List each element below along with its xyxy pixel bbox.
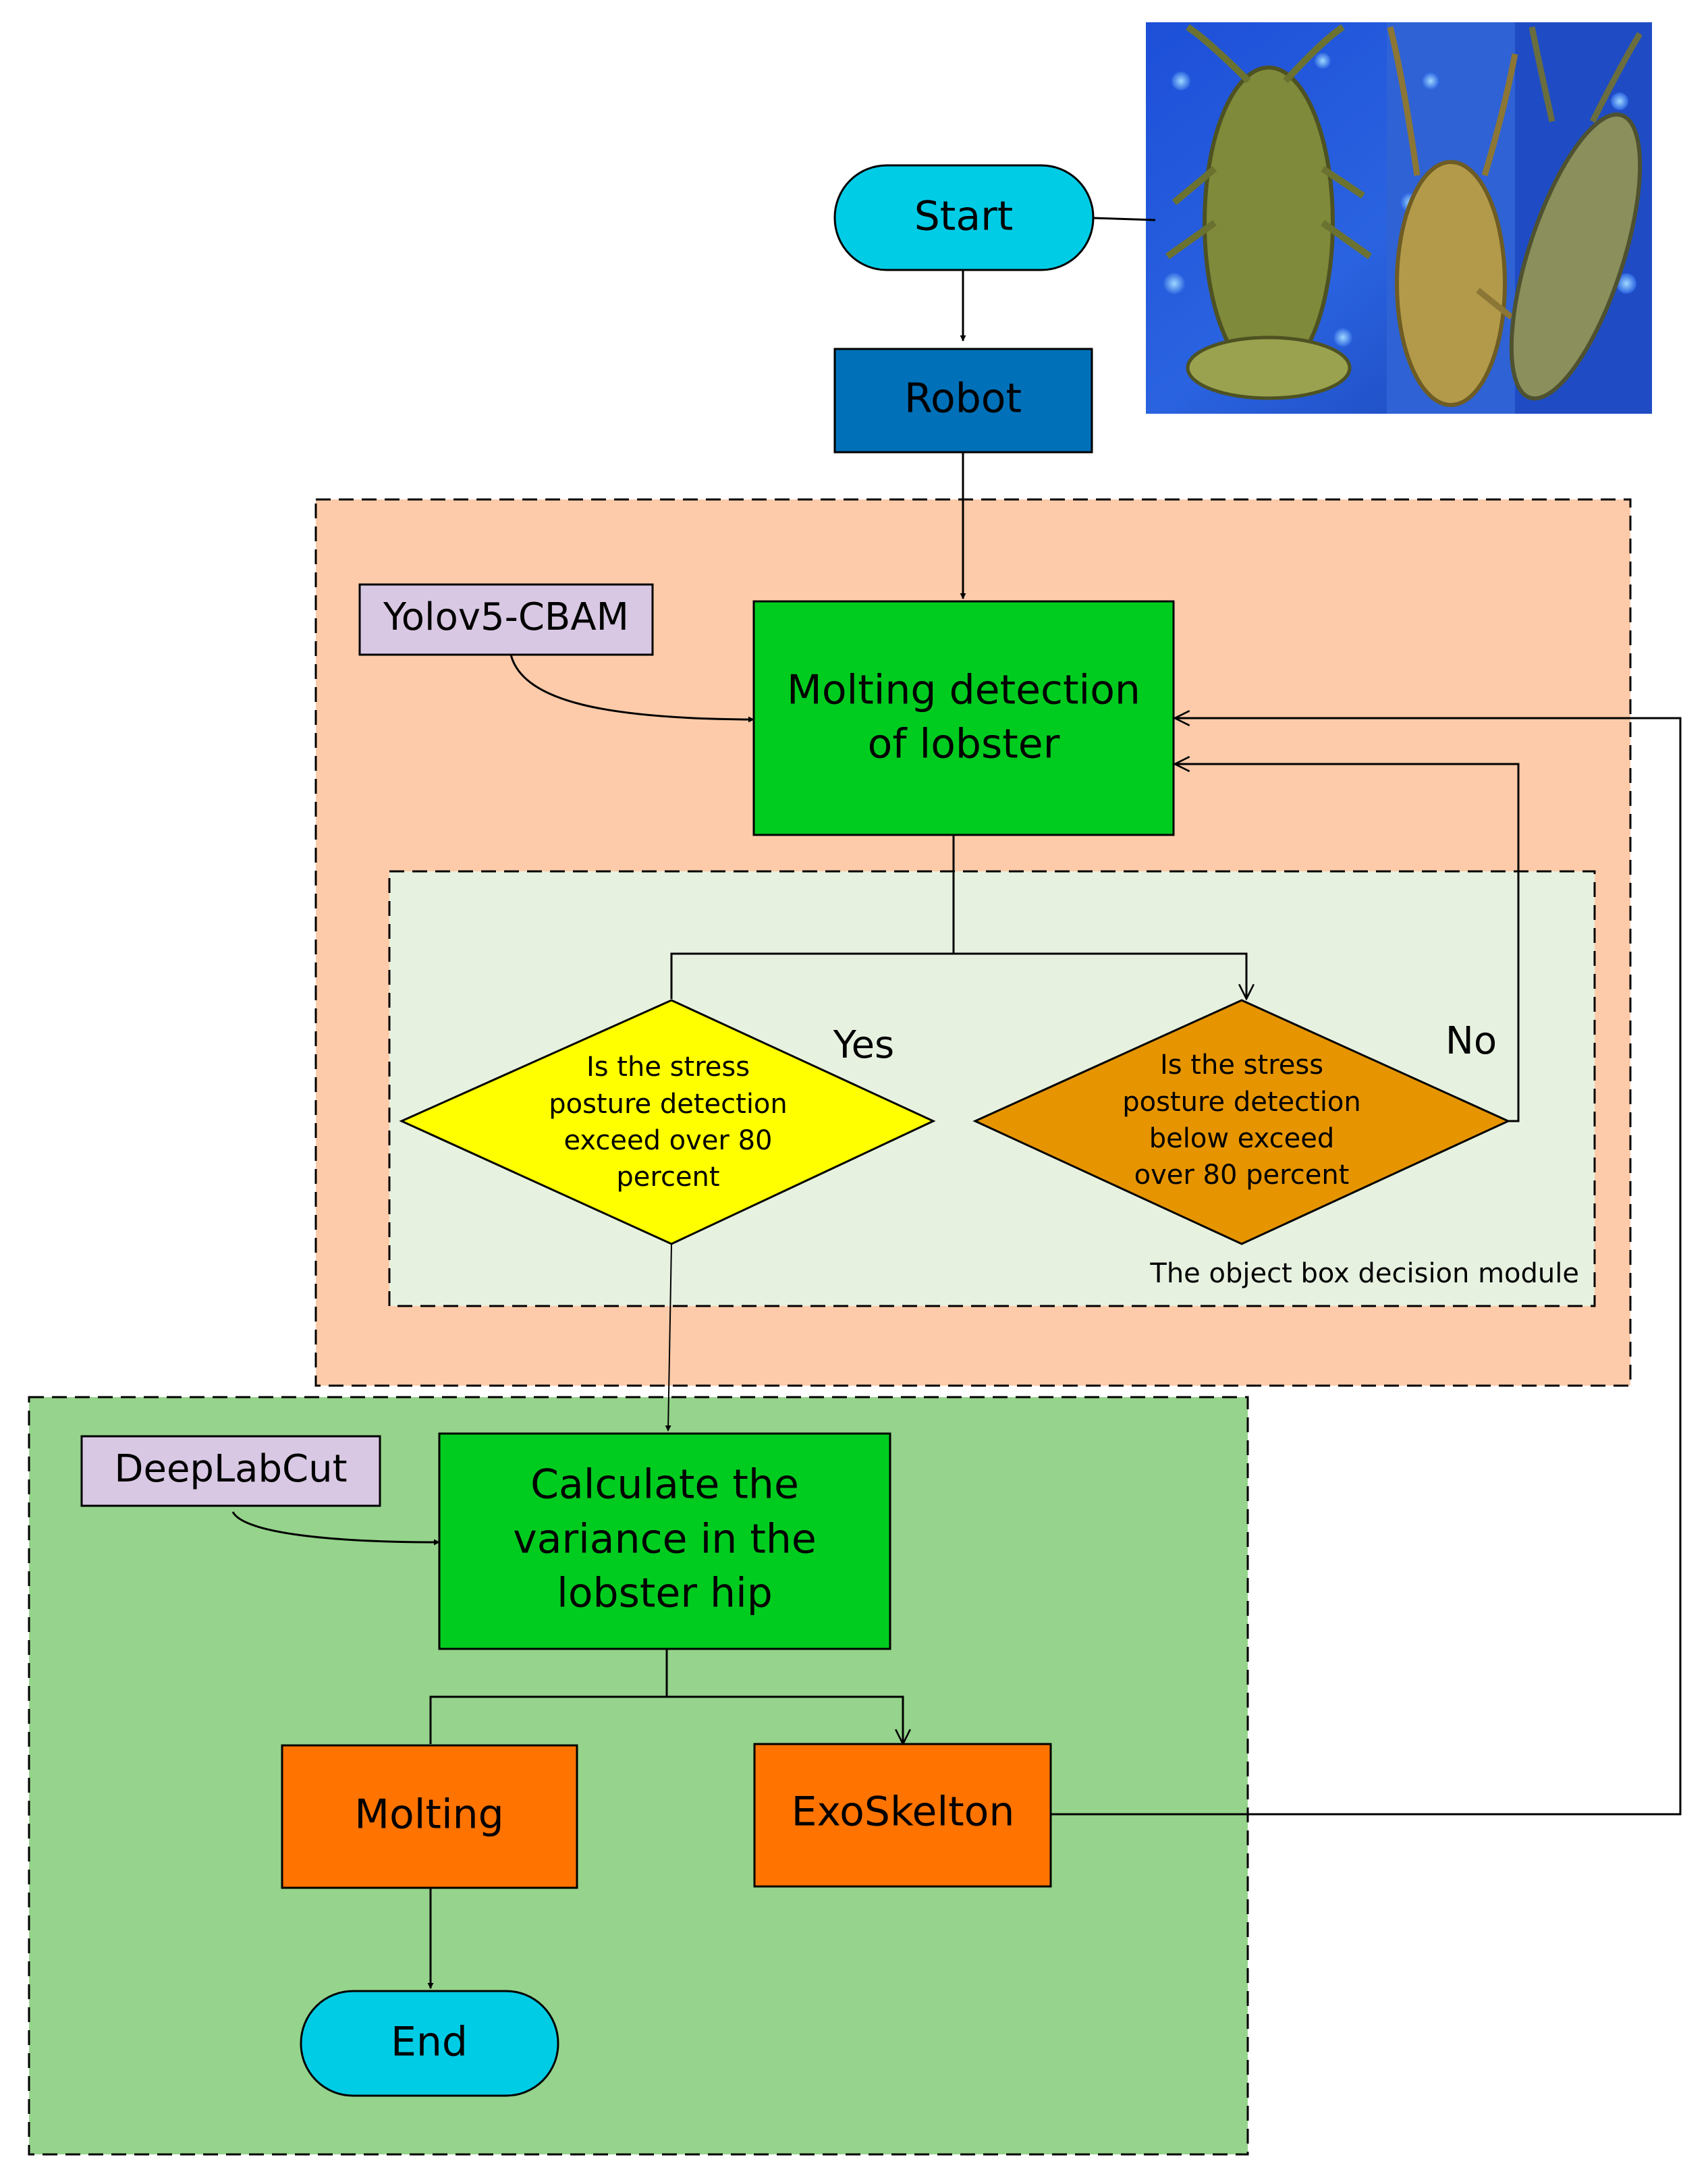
decision-below-line4: over 80 percent — [1134, 1160, 1350, 1191]
decision-exceed — [399, 999, 936, 1245]
molting-detection-line1: Molting detection — [787, 667, 1140, 714]
decision-below — [972, 999, 1511, 1245]
decision-exceed-line4: percent — [616, 1162, 719, 1193]
decision-below-line3: below exceed — [1149, 1123, 1335, 1154]
no-label: No — [1445, 1019, 1497, 1063]
connector-start-photo — [1093, 217, 1156, 221]
decision-exceed-line1: Is the stress — [586, 1052, 750, 1083]
lobster-photo — [1146, 22, 1652, 414]
yes-label: Yes — [833, 1023, 894, 1067]
robot-box — [833, 348, 1093, 454]
yolo-label: Yolov5-CBAM — [383, 595, 629, 639]
start-label: Start — [914, 193, 1014, 240]
arrow-deeplabcut-calculate — [231, 1511, 440, 1546]
molting-detection-box — [752, 600, 1175, 836]
connectors — [231, 217, 1682, 1989]
end-terminal — [300, 1990, 559, 2097]
end-label: End — [391, 2019, 468, 2066]
arrow-yolo-detection — [509, 654, 754, 723]
calculate-box — [438, 1432, 891, 1650]
calculate-line1: Calculate the — [530, 1461, 799, 1508]
split-to-decisions — [670, 835, 1246, 999]
deeplabcut-box — [80, 1435, 381, 1507]
robot-label: Robot — [904, 375, 1022, 423]
split-to-outcomes — [429, 1649, 903, 1744]
decision-below-line1: Is the stress — [1160, 1050, 1323, 1081]
arrow-no-loop — [1175, 764, 1520, 1122]
arrow-yes-calculate — [665, 1243, 672, 1432]
decision-below-line2: posture detection — [1122, 1087, 1361, 1118]
decision-exceed-line2: posture detection — [549, 1089, 788, 1120]
exoskelton-box — [753, 1743, 1052, 1888]
decision-exceed-line3: exceed over 80 — [563, 1125, 772, 1156]
start-terminal — [833, 164, 1095, 271]
exoskelton-label: ExoSkelton — [792, 1789, 1015, 1836]
module-label: The object box decision module — [1149, 1258, 1579, 1289]
calculate-line2: variance in the — [513, 1516, 817, 1563]
yolo-box — [358, 583, 654, 656]
molting-box — [281, 1744, 578, 1889]
molting-detection-line2: of lobster — [868, 721, 1060, 768]
calculate-line3: lobster hip — [557, 1570, 773, 1617]
arrow-exoskeleton-loop — [1051, 718, 1682, 1816]
molting-label: Molting — [354, 1791, 503, 1839]
deeplabcut-label: DeepLabCut — [114, 1447, 347, 1491]
